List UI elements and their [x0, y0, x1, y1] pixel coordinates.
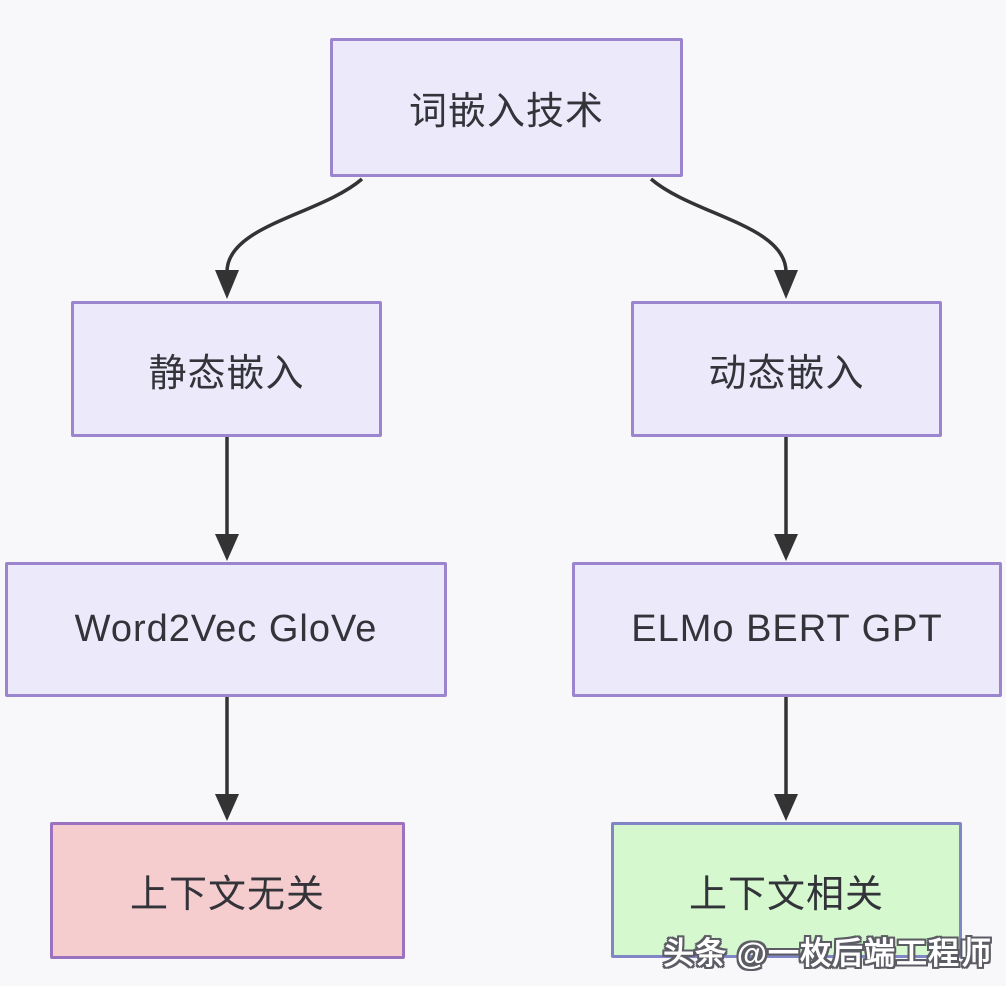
node-dynamic-embedding: 动态嵌入	[631, 301, 942, 437]
node-static-embedding: 静态嵌入	[71, 301, 382, 437]
node-dynamic-models: ELMo BERT GPT	[572, 562, 1002, 697]
arrowhead-down-icon	[774, 534, 798, 561]
node-label: 上下文相关	[688, 873, 884, 916]
node-label: 词嵌入技术	[408, 91, 604, 133]
node-label: ELMo BERT GPT	[631, 608, 943, 650]
node-context-dependent: 上下文相关	[611, 822, 962, 958]
node-label: 静态嵌入	[148, 352, 305, 395]
node-label: 上下文无关	[129, 874, 325, 916]
arrowhead-down-icon	[215, 794, 239, 821]
node-word-embedding-root: 词嵌入技术	[330, 38, 683, 177]
edge-root-to-static	[225, 177, 364, 273]
node-context-independent: 上下文无关	[50, 822, 405, 959]
arrowhead-down-icon	[215, 270, 239, 299]
node-label: 动态嵌入	[708, 352, 865, 395]
edge-root-to-dynamic	[649, 177, 788, 273]
arrowhead-down-icon	[215, 534, 239, 561]
arrowhead-down-icon	[774, 270, 798, 299]
watermark: 头条 @一枚后端工程师	[663, 936, 992, 971]
node-label: Word2Vec GloVe	[74, 608, 378, 650]
node-static-models: Word2Vec GloVe	[5, 562, 447, 697]
arrowhead-down-icon	[774, 794, 798, 821]
